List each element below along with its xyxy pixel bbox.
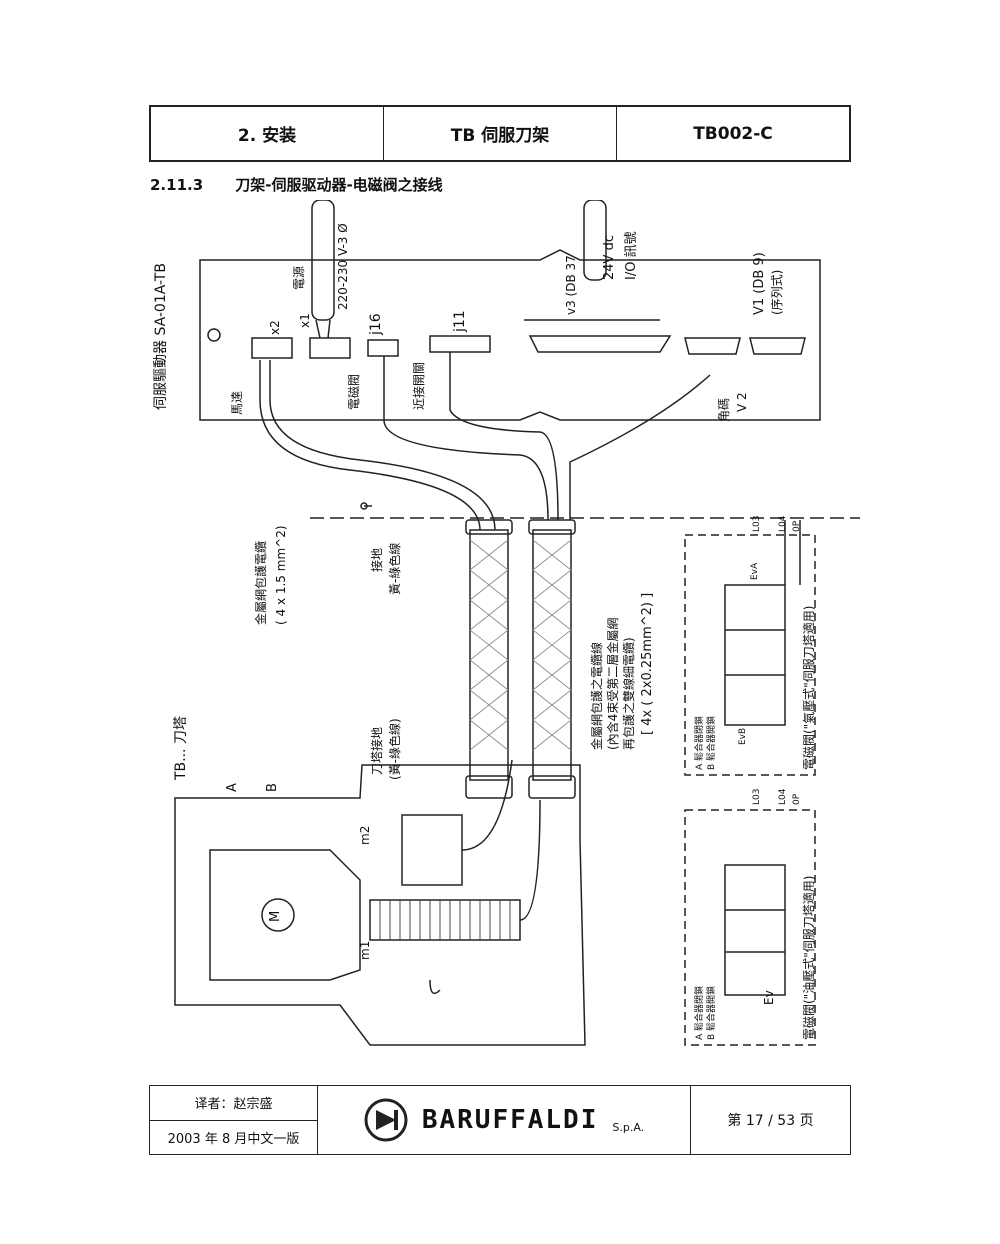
header-doc-code: TB002-C bbox=[616, 107, 849, 160]
power-spec: 220-230 V-3 Ø bbox=[336, 223, 350, 310]
section-number: 2.11.3 bbox=[150, 176, 204, 194]
drive-label: 伺服驅動器 SA-01A-TB bbox=[153, 263, 169, 410]
wiring-diagram: 伺服驅動器 SA-01A-TB 電源 220-230 V-3 Ø x2 x1 馬… bbox=[140, 200, 860, 1070]
j11-connector bbox=[429, 335, 491, 353]
io-cable bbox=[583, 200, 607, 281]
m2-terminal-block bbox=[401, 814, 463, 886]
valve2-l04: L04 bbox=[778, 788, 788, 805]
shielded-spec: ( 4 x 1.5 mm^2) bbox=[274, 525, 288, 625]
v3-label: v3 (DB 37 bbox=[564, 255, 578, 315]
edition: 2003 年 8 月中文一版 bbox=[167, 1131, 300, 1147]
header-table: 2. 安装 TB 伺服刀架 TB002-C bbox=[149, 105, 851, 162]
brand-name: BARUFFALDI bbox=[421, 1105, 599, 1135]
v2-label: V 2 bbox=[735, 392, 749, 412]
db37-connector bbox=[528, 335, 672, 353]
valve2-op: 0P bbox=[792, 793, 802, 805]
m1-label: m1 bbox=[358, 940, 372, 960]
m1-terminal-strip bbox=[369, 899, 521, 941]
valve1-box bbox=[684, 534, 816, 776]
v1-sub: (序列式) bbox=[770, 269, 784, 315]
turret-label: TB... 刀塔 bbox=[173, 716, 189, 780]
valve1-title: 電磁閥("氣壓式"伺服刀塔適用) bbox=[802, 605, 816, 770]
x2-label: x2 bbox=[268, 320, 282, 335]
page-number: 第 17 / 53 页 bbox=[727, 1113, 814, 1129]
header-product: TB 伺服刀架 bbox=[383, 107, 616, 160]
footer-brand: BARUFFALDI S.p.A. bbox=[318, 1086, 691, 1154]
motor-housing bbox=[209, 849, 361, 981]
turret-ground-color: (黃-綠色線) bbox=[388, 718, 402, 780]
valve2-ev: Ev bbox=[762, 990, 776, 1005]
j16-label: j16 bbox=[368, 313, 384, 335]
section-text: 刀架-伺服驱动器-电磁阀之接线 bbox=[235, 176, 443, 194]
valve1-symbol bbox=[724, 584, 786, 726]
cable-note2: (內含4束受第二層金屬網 bbox=[606, 617, 620, 750]
cable-note3: 再包護之雙線細電纜) bbox=[622, 637, 636, 750]
io-24v: 24V dc bbox=[602, 235, 617, 280]
motor-circle bbox=[261, 898, 295, 932]
io-label: I/O 訊號 bbox=[624, 231, 639, 280]
m2-label: m2 bbox=[358, 825, 372, 845]
footer-table: 译者：赵宗盛 2003 年 8 月中文一版 BARUFFALDI S.p.A. … bbox=[149, 1085, 851, 1155]
v1-label: V1 (DB 9) bbox=[752, 252, 767, 315]
x2-terminal bbox=[251, 337, 293, 359]
cable-note1: 金屬網包護之電纜線 bbox=[590, 641, 604, 750]
valve1-l04: L04 bbox=[778, 515, 788, 532]
conduit-right bbox=[532, 529, 572, 781]
v2-connector bbox=[684, 337, 741, 355]
footer-left: 译者：赵宗盛 2003 年 8 月中文一版 bbox=[150, 1086, 318, 1154]
solenoid-label: 電磁閥 bbox=[347, 373, 361, 410]
wiring-diagram-svg bbox=[174, 200, 860, 1046]
encoder-label: 角碼 bbox=[717, 397, 731, 422]
x1-label: x1 bbox=[298, 313, 312, 328]
x1-terminal bbox=[309, 337, 351, 359]
valve2-title: 電磁閥("油壓式"伺服刀塔適用) bbox=[802, 875, 816, 1040]
turret-b: B bbox=[265, 783, 280, 792]
valve1-b-note: B 鬆合器開鎖 bbox=[707, 715, 717, 770]
v1-connector bbox=[749, 337, 806, 355]
ground-label: 接地 bbox=[370, 547, 384, 572]
power-label: 電源 bbox=[292, 265, 306, 290]
header-section: 2. 安装 bbox=[237, 126, 297, 146]
power-cable bbox=[311, 200, 335, 321]
valve2-box bbox=[684, 809, 816, 1046]
valve2-symbol bbox=[724, 864, 786, 996]
brand-suffix: S.p.A. bbox=[612, 1120, 645, 1134]
turret-ground: 刀塔接地 bbox=[370, 726, 384, 775]
cable-spec: [ 4x ( 2x0.25mm^2) ] bbox=[640, 592, 655, 735]
ground-color: 黃-綠色線 bbox=[388, 542, 402, 595]
valve1-l03: L03 bbox=[752, 515, 762, 532]
baruffaldi-logo-icon bbox=[364, 1098, 408, 1142]
j11-label: j11 bbox=[452, 310, 468, 332]
valve2-b-note: B 鬆合器開鎖 bbox=[707, 985, 717, 1040]
conduit-left bbox=[469, 529, 509, 781]
turret-body bbox=[174, 764, 586, 1046]
valve1-op: 0P bbox=[792, 520, 802, 532]
mount-hole bbox=[207, 328, 221, 342]
turret-a: A bbox=[225, 783, 240, 792]
servo-drive-box bbox=[199, 249, 821, 421]
motor-m: M bbox=[268, 910, 283, 922]
shielded-cable: 金屬網包護電纜 bbox=[254, 540, 268, 625]
translator: 译者：赵宗盛 bbox=[150, 1086, 317, 1121]
motor-label: 馬達 bbox=[230, 390, 244, 415]
valve1-evb: EvB bbox=[738, 727, 748, 745]
valve2-l03: L03 bbox=[752, 788, 762, 805]
j16-connector bbox=[367, 339, 399, 357]
valve1-eva: EvA bbox=[750, 562, 760, 580]
proximity-label: 近接開關 bbox=[412, 361, 426, 410]
section-title: 2.11.3 刀架-伺服驱动器-电磁阀之接线 bbox=[150, 174, 443, 195]
